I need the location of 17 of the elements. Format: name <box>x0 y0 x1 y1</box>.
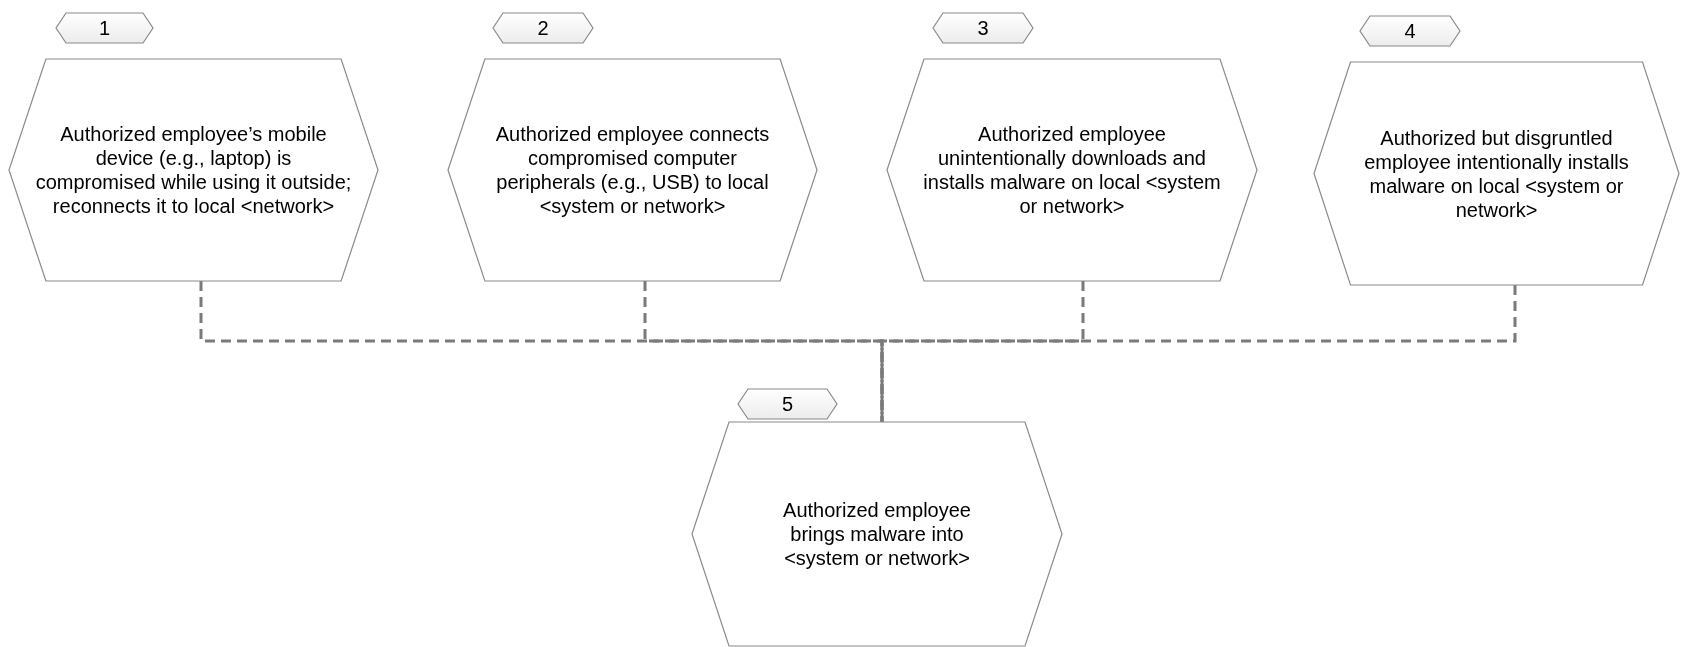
dashed-connector <box>880 285 1517 422</box>
step-description: Authorized but disgruntled employee intentionally installs malware on local <system or network> <box>1363 125 1630 222</box>
step-number: 3 <box>976 16 990 41</box>
hexagon-step <box>448 13 817 281</box>
step-number: 5 <box>780 392 795 417</box>
step-number: 1 <box>97 16 112 41</box>
step-description: Authorized employee brings malware into <system or network> <box>782 498 972 570</box>
step-description: Authorized employee connects compromised computer peripherals (e.g., USB) to local <system or network> <box>494 122 771 218</box>
dashed-connector <box>880 281 1085 422</box>
hexagon-step <box>9 13 378 281</box>
step-description: Authorized employee’s mobile device (e.g., laptop) is compromised while using it outside; reconnects it to local <network> <box>34 122 353 218</box>
hexagon-step <box>692 389 1062 646</box>
hexagon-step <box>887 13 1257 281</box>
step-description: Authorized employee unintentionally downloads and installs malware on local <system or network> <box>922 122 1222 218</box>
step-number: 4 <box>1403 19 1417 44</box>
step-number: 2 <box>536 16 550 41</box>
hexagon-step <box>1314 16 1679 285</box>
